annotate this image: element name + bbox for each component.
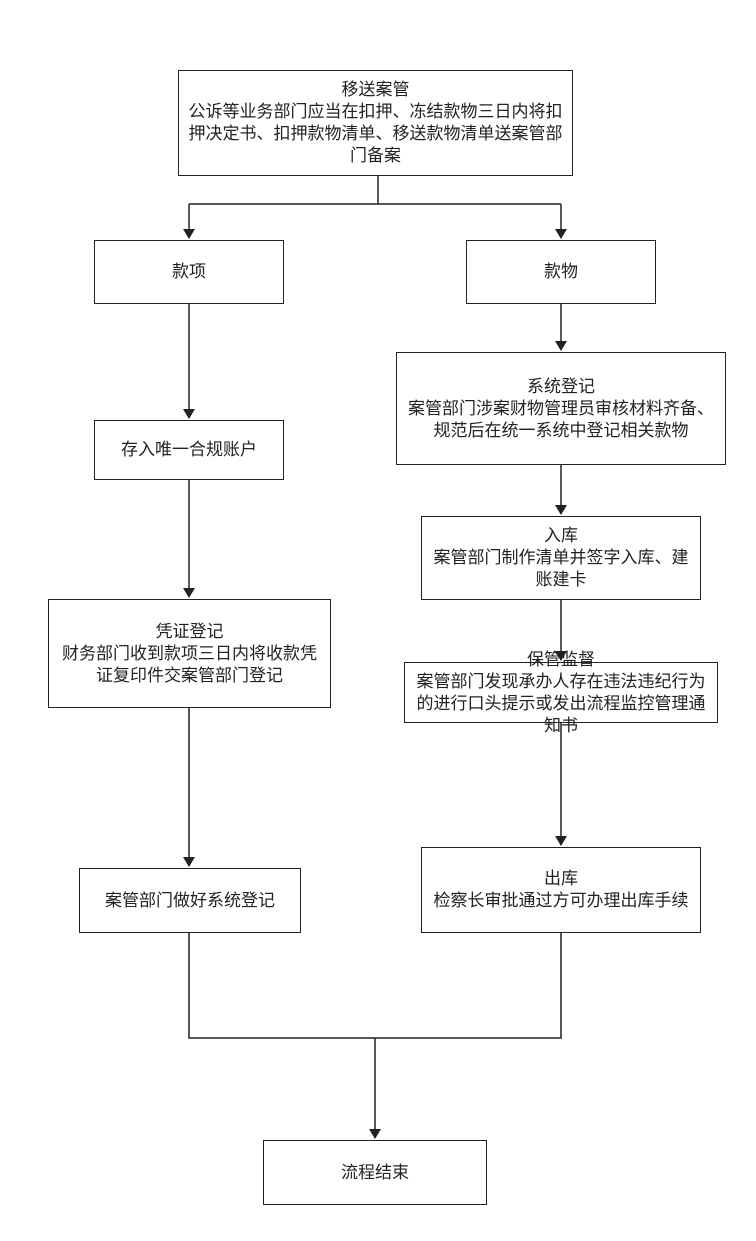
node-title: 款项 xyxy=(172,262,206,282)
node-title: 款物 xyxy=(544,262,578,282)
node-title: 入库 xyxy=(544,526,578,546)
node-title: 保管监督 xyxy=(527,649,595,670)
node-system-registration: 系统登记 案管部门涉案财物管理员审核材料齐备、规范后在统一系统中登记相关款物 xyxy=(396,352,726,465)
node-warehouse-in: 入库 案管部门制作清单并签字入库、建账建卡 xyxy=(421,516,701,600)
node-transfer-to-case-management: 移送案管 公诉等业务部门应当在扣押、冻结款物三日内将扣押决定书、扣押款物清单、移… xyxy=(178,70,573,176)
node-case-management-system-registration: 案管部门做好系统登记 xyxy=(79,868,301,933)
node-deposit-account: 存入唯一合规账户 xyxy=(94,420,284,480)
node-description: 公诉等业务部门应当在扣押、冻结款物三日内将扣押决定书、扣押款物清单、移送款物清单… xyxy=(188,102,563,166)
node-items: 款物 xyxy=(466,240,656,304)
node-description: 案管部门制作清单并签字入库、建账建卡 xyxy=(433,548,689,590)
node-title: 存入唯一合规账户 xyxy=(121,440,257,460)
node-description: 案管部门发现承办人存在违法违纪行为的进行口头提示或发出流程监控管理通知书 xyxy=(416,671,706,736)
node-funds: 款项 xyxy=(94,240,284,304)
node-description: 案管部门涉案财物管理员审核材料齐备、规范后在统一系统中登记相关款物 xyxy=(408,398,714,441)
node-title: 凭证登记 xyxy=(155,621,224,642)
node-description: 财务部门收到款项三日内将收款凭证复印件交案管部门登记 xyxy=(62,643,317,686)
node-process-end: 流程结束 xyxy=(263,1140,487,1205)
connector-merge xyxy=(188,933,562,1039)
node-warehouse-out: 出库 检察长审批通过方可办理出库手续 xyxy=(421,847,701,933)
node-voucher-registration: 凭证登记 财务部门收到款项三日内将收款凭证复印件交案管部门登记 xyxy=(48,599,331,708)
node-custody-supervision: 保管监督 案管部门发现承办人存在违法违纪行为的进行口头提示或发出流程监控管理通知… xyxy=(404,650,718,736)
node-title: 移送案管 xyxy=(341,80,410,100)
node-title: 案管部门做好系统登记 xyxy=(105,890,275,911)
node-title: 系统登记 xyxy=(527,376,595,397)
node-description: 检察长审批通过方可办理出库手续 xyxy=(433,891,689,911)
connector-transfer-split xyxy=(189,176,561,205)
node-title: 出库 xyxy=(544,869,578,889)
node-title: 流程结束 xyxy=(341,1162,409,1183)
